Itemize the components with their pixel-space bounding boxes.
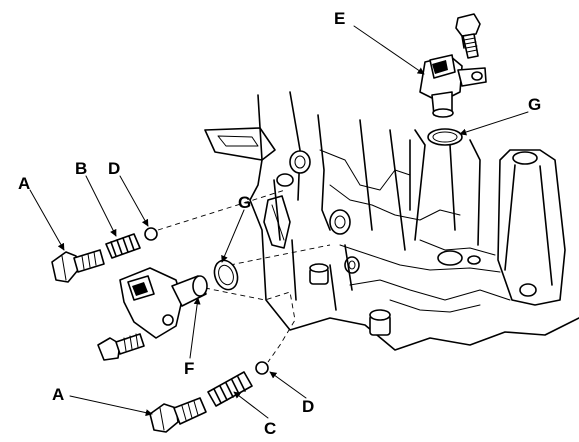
check-ball-d-bottom: [255, 361, 269, 375]
callout-g-left: G: [238, 193, 251, 212]
crankshaft-position-sensor-f: [119, 267, 208, 339]
callout-d-bottom: D: [302, 397, 314, 416]
sensor-f-bolt: [97, 333, 145, 361]
callout-a-bottom: A: [52, 385, 64, 404]
o-ring-g-left: [213, 259, 239, 291]
check-ball-d-top: [144, 227, 158, 241]
top-mounting-bolt: [455, 13, 481, 59]
guide-line-f: [204, 287, 296, 363]
callout-g-right: G: [528, 95, 541, 114]
callout-a-top: A: [18, 174, 30, 193]
guide-line-g-left: [229, 244, 331, 266]
callout-b: B: [75, 159, 87, 178]
spring-c: [207, 371, 253, 407]
callout-f: F: [184, 359, 194, 378]
engine-block-housing: [204, 91, 579, 351]
leader-arrows: [29, 25, 529, 419]
spring-b: [105, 233, 141, 259]
bolt-a-bottom: [149, 397, 207, 433]
callout-e: E: [334, 9, 345, 28]
o-ring-g-right: [427, 128, 463, 146]
guide-line-d-top: [157, 189, 286, 231]
callout-c: C: [264, 419, 276, 438]
bolt-a-top: [51, 249, 105, 283]
callout-d-top: D: [108, 159, 120, 178]
camshaft-position-sensor-e: [419, 54, 487, 118]
